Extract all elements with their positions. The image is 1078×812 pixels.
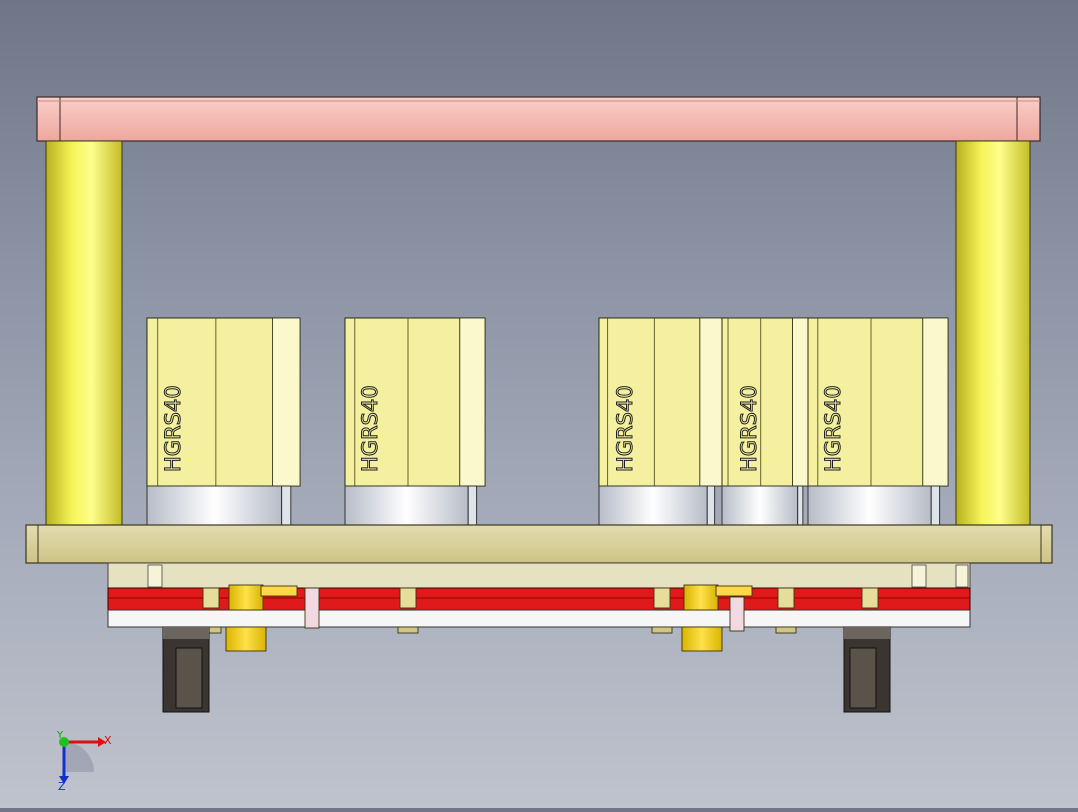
- pin-right: [729, 596, 745, 632]
- right-column[interactable]: [955, 140, 1031, 526]
- cylinder-3[interactable]: HGRS40: [598, 317, 723, 526]
- top-plate[interactable]: [36, 96, 1041, 142]
- triad-x-label: X: [104, 734, 112, 747]
- left-column[interactable]: [45, 140, 123, 526]
- rod-end-right: [681, 626, 723, 652]
- left-roller[interactable]: [162, 626, 210, 713]
- nut: [397, 626, 419, 634]
- cylinder-label: HGRS40: [613, 385, 637, 472]
- cylinder-group: HGRS40 HGRS40 HGRS40 HGRS40 HGRS40: [146, 317, 949, 526]
- cylinder-2[interactable]: HGRS40: [344, 317, 486, 526]
- cylinder-label: HGRS40: [358, 385, 382, 472]
- standoff: [399, 587, 417, 609]
- nut: [651, 626, 673, 634]
- base-plate[interactable]: [25, 524, 1053, 564]
- cylinder-rod-left: [228, 584, 264, 611]
- axis-triad: X Y Z: [56, 730, 112, 793]
- cylinder-label: HGRS40: [161, 385, 185, 472]
- clamp-left: [260, 585, 298, 597]
- triad-z-label: Z: [58, 780, 66, 793]
- standoff: [861, 587, 879, 609]
- cylinder-label: HGRS40: [821, 385, 845, 472]
- clamp-right: [715, 585, 753, 597]
- under-frame: [107, 562, 971, 589]
- cylinder-label: HGRS40: [737, 385, 761, 472]
- nut: [775, 626, 797, 634]
- standoff: [777, 587, 795, 609]
- standoff: [202, 587, 220, 609]
- cylinder-4[interactable]: HGRS40: [721, 317, 809, 526]
- white-plate[interactable]: [107, 609, 971, 628]
- rod-end-left: [225, 626, 267, 652]
- cylinder-1[interactable]: HGRS40: [146, 317, 301, 526]
- standoff: [653, 587, 671, 609]
- right-roller[interactable]: [843, 626, 891, 713]
- triad-y-label: Y: [56, 730, 64, 741]
- y-axis-icon: [59, 737, 69, 747]
- cylinder-rod-right: [683, 584, 719, 611]
- cylinder-5[interactable]: HGRS40: [807, 317, 949, 526]
- pin-left: [304, 587, 320, 629]
